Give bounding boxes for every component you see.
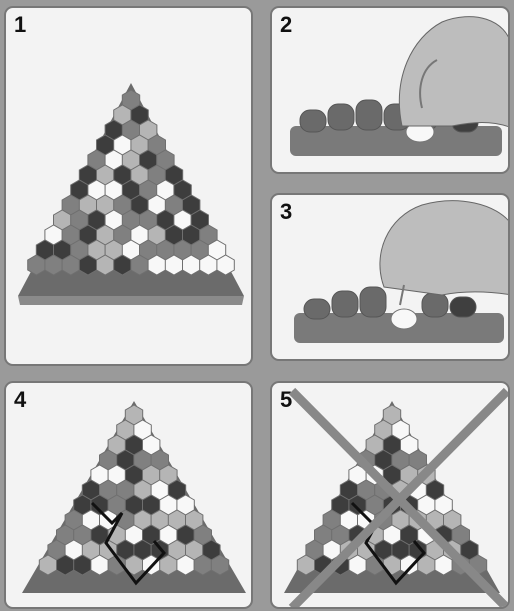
peg-hexagon <box>91 555 108 575</box>
peg-hexagon <box>74 555 91 575</box>
panel-3: 3 <box>270 193 510 361</box>
peg-hexagon <box>165 255 182 275</box>
peg-hexagon <box>177 555 194 575</box>
peg-hexagon <box>148 255 165 275</box>
peg-hexagon <box>217 255 234 275</box>
peg-hexagon <box>45 255 62 275</box>
peg-hexagon <box>200 255 217 275</box>
peg-hexagon <box>114 255 131 275</box>
peg-hexagon <box>160 555 177 575</box>
peg-hexagon <box>28 255 45 275</box>
correct-path-illustration <box>6 383 253 609</box>
peg-hexagon <box>62 255 79 275</box>
panel-5: 5 <box>270 381 510 609</box>
peg-hexagon <box>57 555 74 575</box>
panel-4: 4 <box>4 381 253 609</box>
panel-1: 1 <box>4 6 253 366</box>
peg-hexagon <box>211 555 228 575</box>
wrong-path-illustration <box>272 383 510 609</box>
peg-hexagon <box>194 555 211 575</box>
peg-hexagon <box>79 255 96 275</box>
peg-hexagon <box>183 255 200 275</box>
hand-lifting-peg-illustration <box>272 195 510 361</box>
peg-hexagon <box>435 555 452 575</box>
peg-hexagon <box>349 555 366 575</box>
peg-hexagon <box>39 555 56 575</box>
pyramid-board-illustration <box>6 8 253 366</box>
peg-hexagon <box>131 255 148 275</box>
peg-hexagon <box>401 555 418 575</box>
peg-hexagon <box>297 555 314 575</box>
peg-hexagon <box>97 255 114 275</box>
hand-pressing-peg-illustration <box>272 8 510 174</box>
panel-2: 2 <box>270 6 510 174</box>
